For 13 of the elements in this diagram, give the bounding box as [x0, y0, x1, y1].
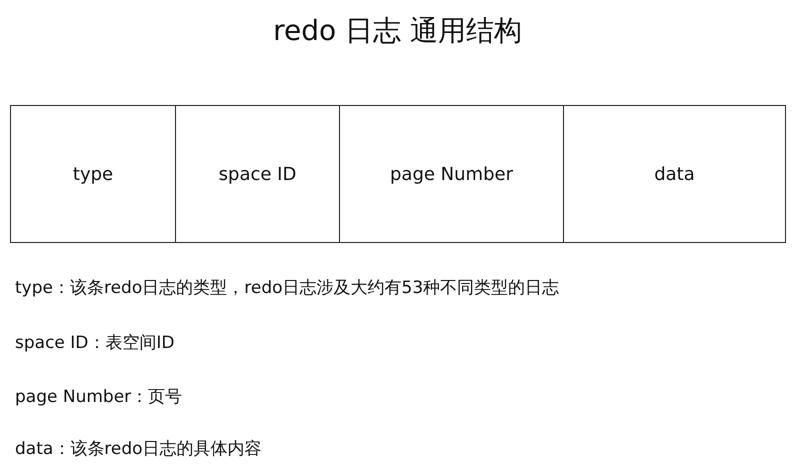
field-cell — [339, 105, 564, 243]
field-name: data — [654, 164, 695, 184]
field-name: space ID — [218, 164, 296, 184]
field-cell — [10, 105, 176, 243]
field-description: type：该条redo日志的类型，redo日志涉及大约有53种不同类型的日志 — [15, 277, 560, 299]
field-cell — [563, 105, 786, 243]
field-description: data：该条redo日志的具体内容 — [15, 438, 262, 460]
field-description: space ID：表空间ID — [15, 332, 174, 354]
diagram-title: redo 日志 通用结构 — [272, 13, 523, 49]
field-description: page Number：页号 — [15, 386, 182, 408]
field-cell — [175, 105, 340, 243]
field-name: page Number — [390, 164, 513, 184]
field-name: type — [72, 164, 114, 184]
